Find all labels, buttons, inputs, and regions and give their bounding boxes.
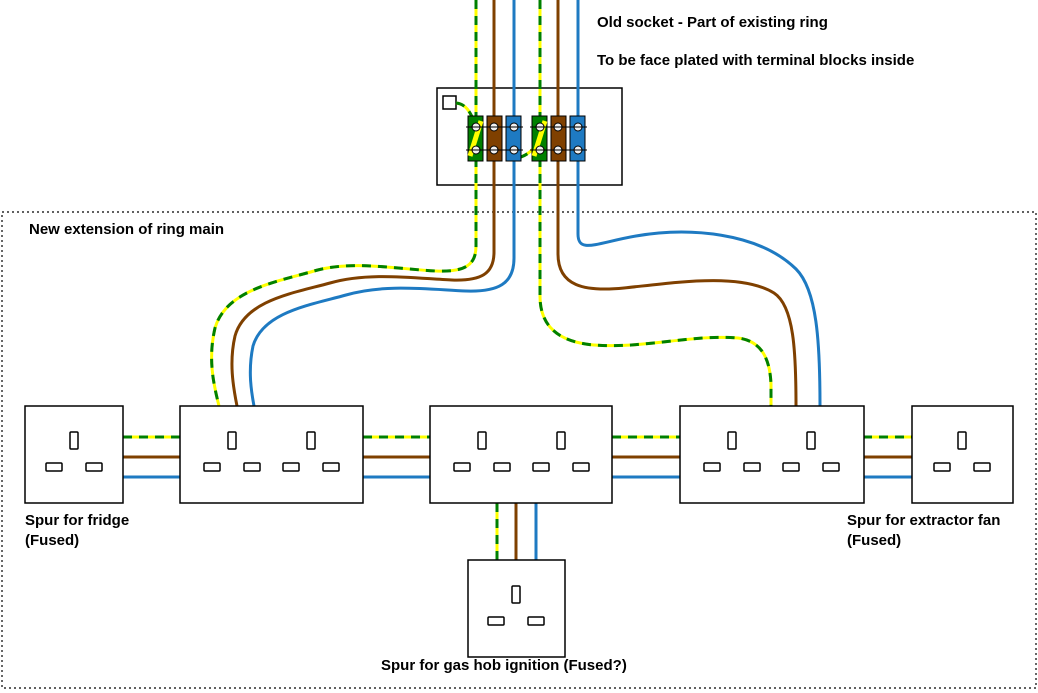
live-wire-segment (230, 158, 496, 407)
live-wires-brown (123, 0, 912, 560)
old-socket-backbox (436, 87, 623, 186)
neutral-wire-segment (576, 158, 822, 407)
socket-ring-left (179, 405, 364, 504)
live-wire-segment (556, 158, 798, 407)
fridge-spur-label-line1: Spur for fridge (25, 512, 130, 529)
extractor-spur-label-line1: Spur for extractor fan (847, 512, 1001, 529)
socket-spur-fridge (24, 405, 124, 504)
socket-spur-gas-hob (467, 559, 566, 658)
gas-hob-spur-label: Spur for gas hob ignition (Fused?) (381, 657, 627, 674)
extractor-spur-label-line2: (Fused) (847, 532, 902, 549)
earth-terminal-square (442, 95, 457, 110)
terminal-blocks (466, 115, 587, 162)
old-socket-caption-line1: Old socket - Part of existing ring (597, 14, 828, 31)
socket-outlets (24, 405, 1014, 658)
neutral-wires-blue (123, 0, 912, 560)
neutral-wire-segment (248, 158, 516, 407)
socket-ring-right (679, 405, 865, 504)
old-socket-terminal-box (436, 87, 623, 186)
socket-spur-extractor (911, 405, 1014, 504)
fridge-spur-label-line2: (Fused) (25, 532, 80, 549)
ring-extension-boundary (1, 211, 1037, 689)
new-extension-label: New extension of ring main (29, 221, 225, 238)
socket-ring-middle (429, 405, 613, 504)
old-socket-caption-line2: To be face plated with terminal blocks i… (597, 52, 915, 69)
terminal-screws (466, 122, 587, 155)
